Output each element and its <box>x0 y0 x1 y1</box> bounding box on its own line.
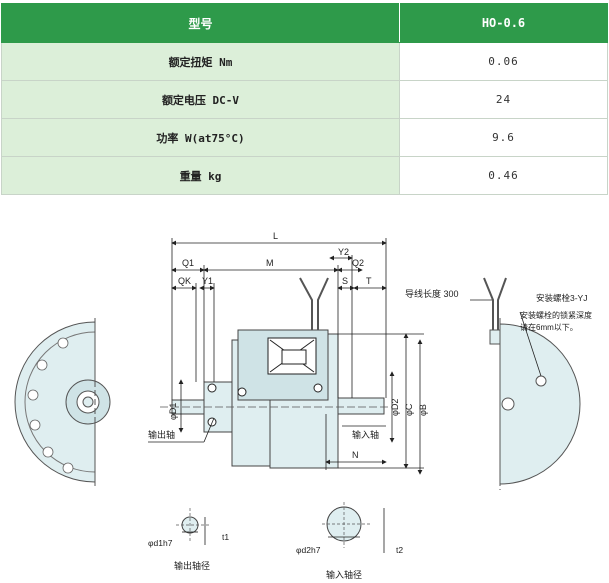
dim-Y1: Y1 <box>202 276 213 286</box>
dim-T: T <box>366 276 372 286</box>
dim-Q2: Q2 <box>352 258 364 268</box>
right-end-view: 导线长度 300 安装螺栓3-YJ 安装螺栓的锁紧深度 请在6mm以下。 <box>405 277 592 490</box>
spec-value: 0.06 <box>399 42 608 81</box>
spec-label: 重量 kg <box>1 156 400 195</box>
spec-label: 额定扭矩 Nm <box>1 42 400 81</box>
spec-row-voltage: 额定电压 DC-V 24 <box>1 80 608 119</box>
dim-QK: QK <box>178 276 191 286</box>
output-shaft-label: 输出轴 <box>148 429 175 440</box>
spec-label: 功率 W(at75°C) <box>1 118 400 157</box>
dim-t1: t1 <box>222 532 229 542</box>
dim-M: M <box>266 258 274 268</box>
main-side-view <box>160 277 392 469</box>
output-shaft-section: φd1h7 t1 输出轴径 <box>148 508 229 571</box>
technical-drawing: L Y2 Q1 M Q2 QK Y1 S T N φD1 φD2 φC φB 输… <box>14 231 592 580</box>
input-shaft-label: 输入轴 <box>352 429 379 440</box>
dim-D1: φD1 <box>168 403 178 420</box>
input-shaft-section: φd2h7 t2 输入轴径 <box>296 502 403 580</box>
dim-L: L <box>273 231 278 241</box>
spec-row-weight: 重量 kg 0.46 <box>1 156 608 195</box>
left-end-view <box>14 318 111 486</box>
spec-header-label: 型号 <box>1 3 400 43</box>
dim-D2: φD2 <box>390 399 400 416</box>
spec-value: 0.46 <box>399 156 608 195</box>
dim-Q1: Q1 <box>182 258 194 268</box>
spec-header-model: HO-0.6 <box>399 3 608 43</box>
dim-t2: t2 <box>396 545 403 555</box>
spec-value: 24 <box>399 80 608 119</box>
bolt-note-line2: 请在6mm以下。 <box>520 322 578 332</box>
spec-row-power: 功率 W(at75°C) 9.6 <box>1 118 608 157</box>
wire-length-label: 导线长度 300 <box>405 288 459 299</box>
bolt-note-line1: 安装螺栓的锁紧深度 <box>520 310 592 320</box>
dimension-labels: L Y2 Q1 M Q2 QK Y1 S T N φD1 φD2 φC φB 输… <box>148 231 428 460</box>
dim-C: φC <box>404 403 414 416</box>
dimension-lines <box>148 238 424 475</box>
mount-bolt-label: 安装螺栓3-YJ <box>536 293 587 303</box>
dim-S: S <box>342 276 348 286</box>
spec-label: 额定电压 DC-V <box>1 80 400 119</box>
input-shaft-dia-label: 输入轴径 <box>326 569 362 580</box>
dim-N: N <box>352 450 359 460</box>
dim-d2: φd2h7 <box>296 545 321 555</box>
spec-row-torque: 额定扭矩 Nm 0.06 <box>1 42 608 81</box>
spec-table: 型号 HO-0.6 额定扭矩 Nm 0.06 额定电压 DC-V 24 功率 W… <box>1 3 608 195</box>
spec-value: 9.6 <box>399 118 608 157</box>
spec-header-row: 型号 HO-0.6 <box>1 3 608 43</box>
dim-B: φB <box>418 404 428 416</box>
output-shaft-dia-label: 输出轴径 <box>174 560 210 571</box>
dim-Y2: Y2 <box>338 247 349 257</box>
dim-d1: φd1h7 <box>148 538 173 548</box>
